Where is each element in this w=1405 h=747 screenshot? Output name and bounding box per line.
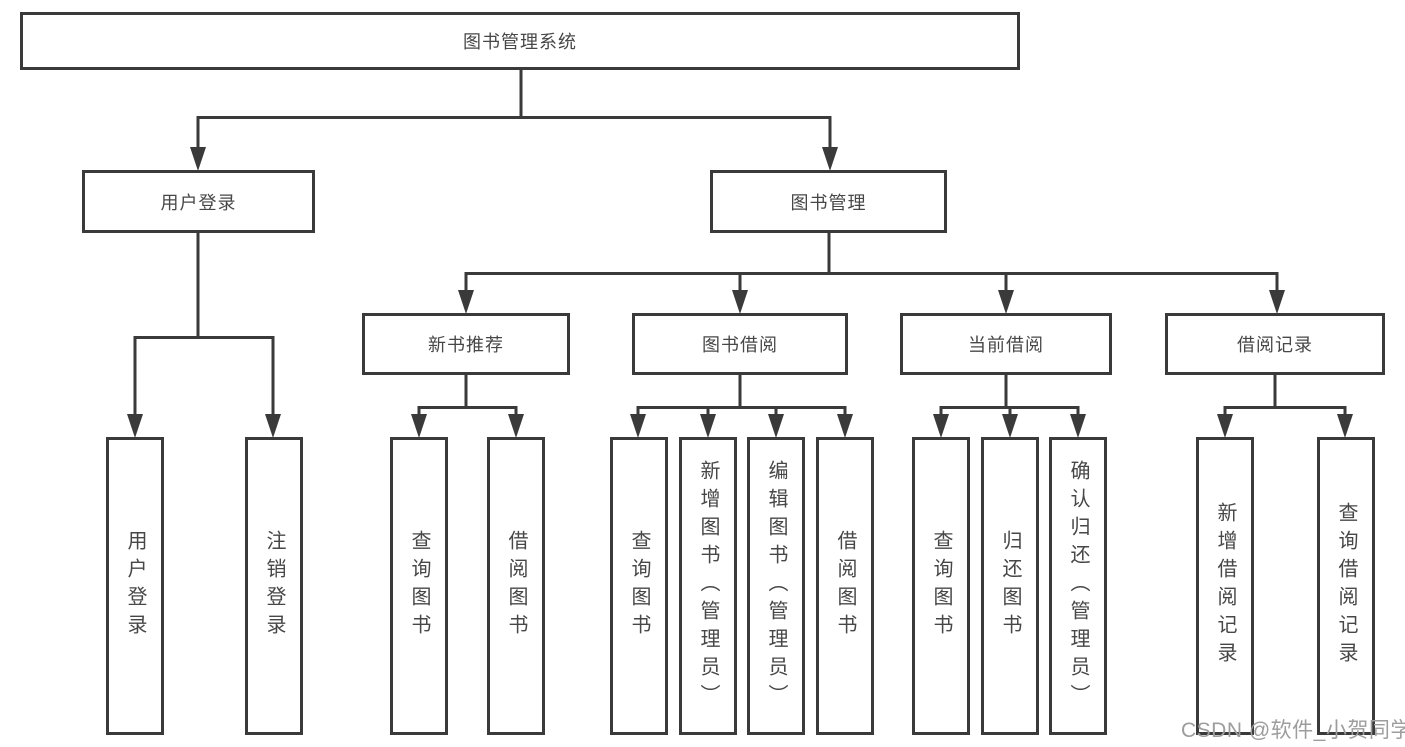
node-leaf-confirm-return-admin: 确认归还（管理员） [1049, 437, 1107, 735]
arrowhead-icon [998, 290, 1014, 314]
arrowhead-icon [700, 414, 716, 438]
node-leaf-query-books-3: 查询图书 [912, 437, 970, 735]
arrowhead-icon [1002, 414, 1018, 438]
node-leaf-add-borrow-record: 新增借阅记录 [1196, 437, 1254, 735]
node-book-mgmt-label: 图书管理 [790, 192, 867, 213]
node-root-label: 图书管理系统 [463, 32, 577, 52]
node-leaf-edit-books-admin: 编辑图书（管理员） [747, 437, 805, 735]
node-leaf-query-books-1: 查询图书 [390, 437, 448, 735]
node-current-borrow: 当前借阅 [900, 313, 1112, 375]
node-book-borrow-label: 图书借阅 [702, 335, 778, 355]
node-leaf-user-login: 用户登录 [106, 437, 164, 735]
arrowhead-icon [458, 290, 474, 314]
arrowhead-icon [508, 414, 524, 438]
node-leaf-label: 注销登录 [263, 530, 285, 642]
node-current-borrow-label: 当前借阅 [968, 335, 1044, 355]
node-leaf-query-borrow-record: 查询借阅记录 [1317, 437, 1375, 735]
node-leaf-label: 查询借阅记录 [1335, 502, 1357, 670]
node-user-login: 用户登录 [82, 170, 315, 233]
arrowhead-icon [822, 147, 838, 171]
node-book-mgmt: 图书管理 [710, 170, 947, 233]
arrowhead-icon [1217, 414, 1233, 438]
arrowhead-icon [411, 414, 427, 438]
watermark: CSDN @软件_小贺同学 [1181, 719, 1405, 742]
arrowhead-icon [1070, 414, 1086, 438]
arrowhead-icon [1269, 290, 1285, 314]
arrowhead-icon [933, 414, 949, 438]
node-leaf-add-books-admin: 新增图书（管理员） [679, 437, 737, 735]
arrowhead-icon [732, 290, 748, 314]
node-borrow-records-label: 借阅记录 [1237, 335, 1313, 355]
arrowhead-icon [127, 414, 143, 438]
node-new-book-rec: 新书推荐 [362, 313, 570, 375]
arrowhead-icon [630, 414, 646, 438]
node-leaf-label: 查询图书 [628, 530, 650, 642]
node-root: 图书管理系统 [20, 12, 1020, 70]
node-leaf-query-books-2: 查询图书 [610, 437, 668, 735]
node-leaf-borrow-books-2: 借阅图书 [816, 437, 874, 735]
node-leaf-label: 查询图书 [930, 530, 952, 642]
node-leaf-label: 归还图书 [999, 530, 1021, 642]
node-user-login-label: 用户登录 [160, 192, 237, 213]
arrowhead-icon [837, 414, 853, 438]
node-leaf-return-books: 归还图书 [981, 437, 1039, 735]
arrowhead-icon [1337, 414, 1353, 438]
node-leaf-label: 借阅图书 [834, 530, 856, 642]
node-leaf-label: 借阅图书 [505, 530, 527, 642]
node-leaf-logout: 注销登录 [245, 437, 303, 735]
node-leaf-label: 确认归还（管理员） [1067, 460, 1089, 712]
node-leaf-borrow-books-1: 借阅图书 [487, 437, 545, 735]
node-borrow-records: 借阅记录 [1165, 313, 1385, 375]
arrowhead-icon [190, 147, 206, 171]
node-leaf-label: 编辑图书（管理员） [765, 460, 787, 712]
node-new-book-rec-label: 新书推荐 [428, 335, 504, 355]
arrowhead-icon [265, 414, 281, 438]
node-leaf-label: 新增图书（管理员） [697, 460, 719, 712]
node-leaf-label: 查询图书 [408, 530, 430, 642]
arrowhead-icon [768, 414, 784, 438]
node-leaf-label: 用户登录 [124, 530, 146, 642]
node-book-borrow: 图书借阅 [632, 313, 848, 375]
node-leaf-label: 新增借阅记录 [1214, 502, 1236, 670]
